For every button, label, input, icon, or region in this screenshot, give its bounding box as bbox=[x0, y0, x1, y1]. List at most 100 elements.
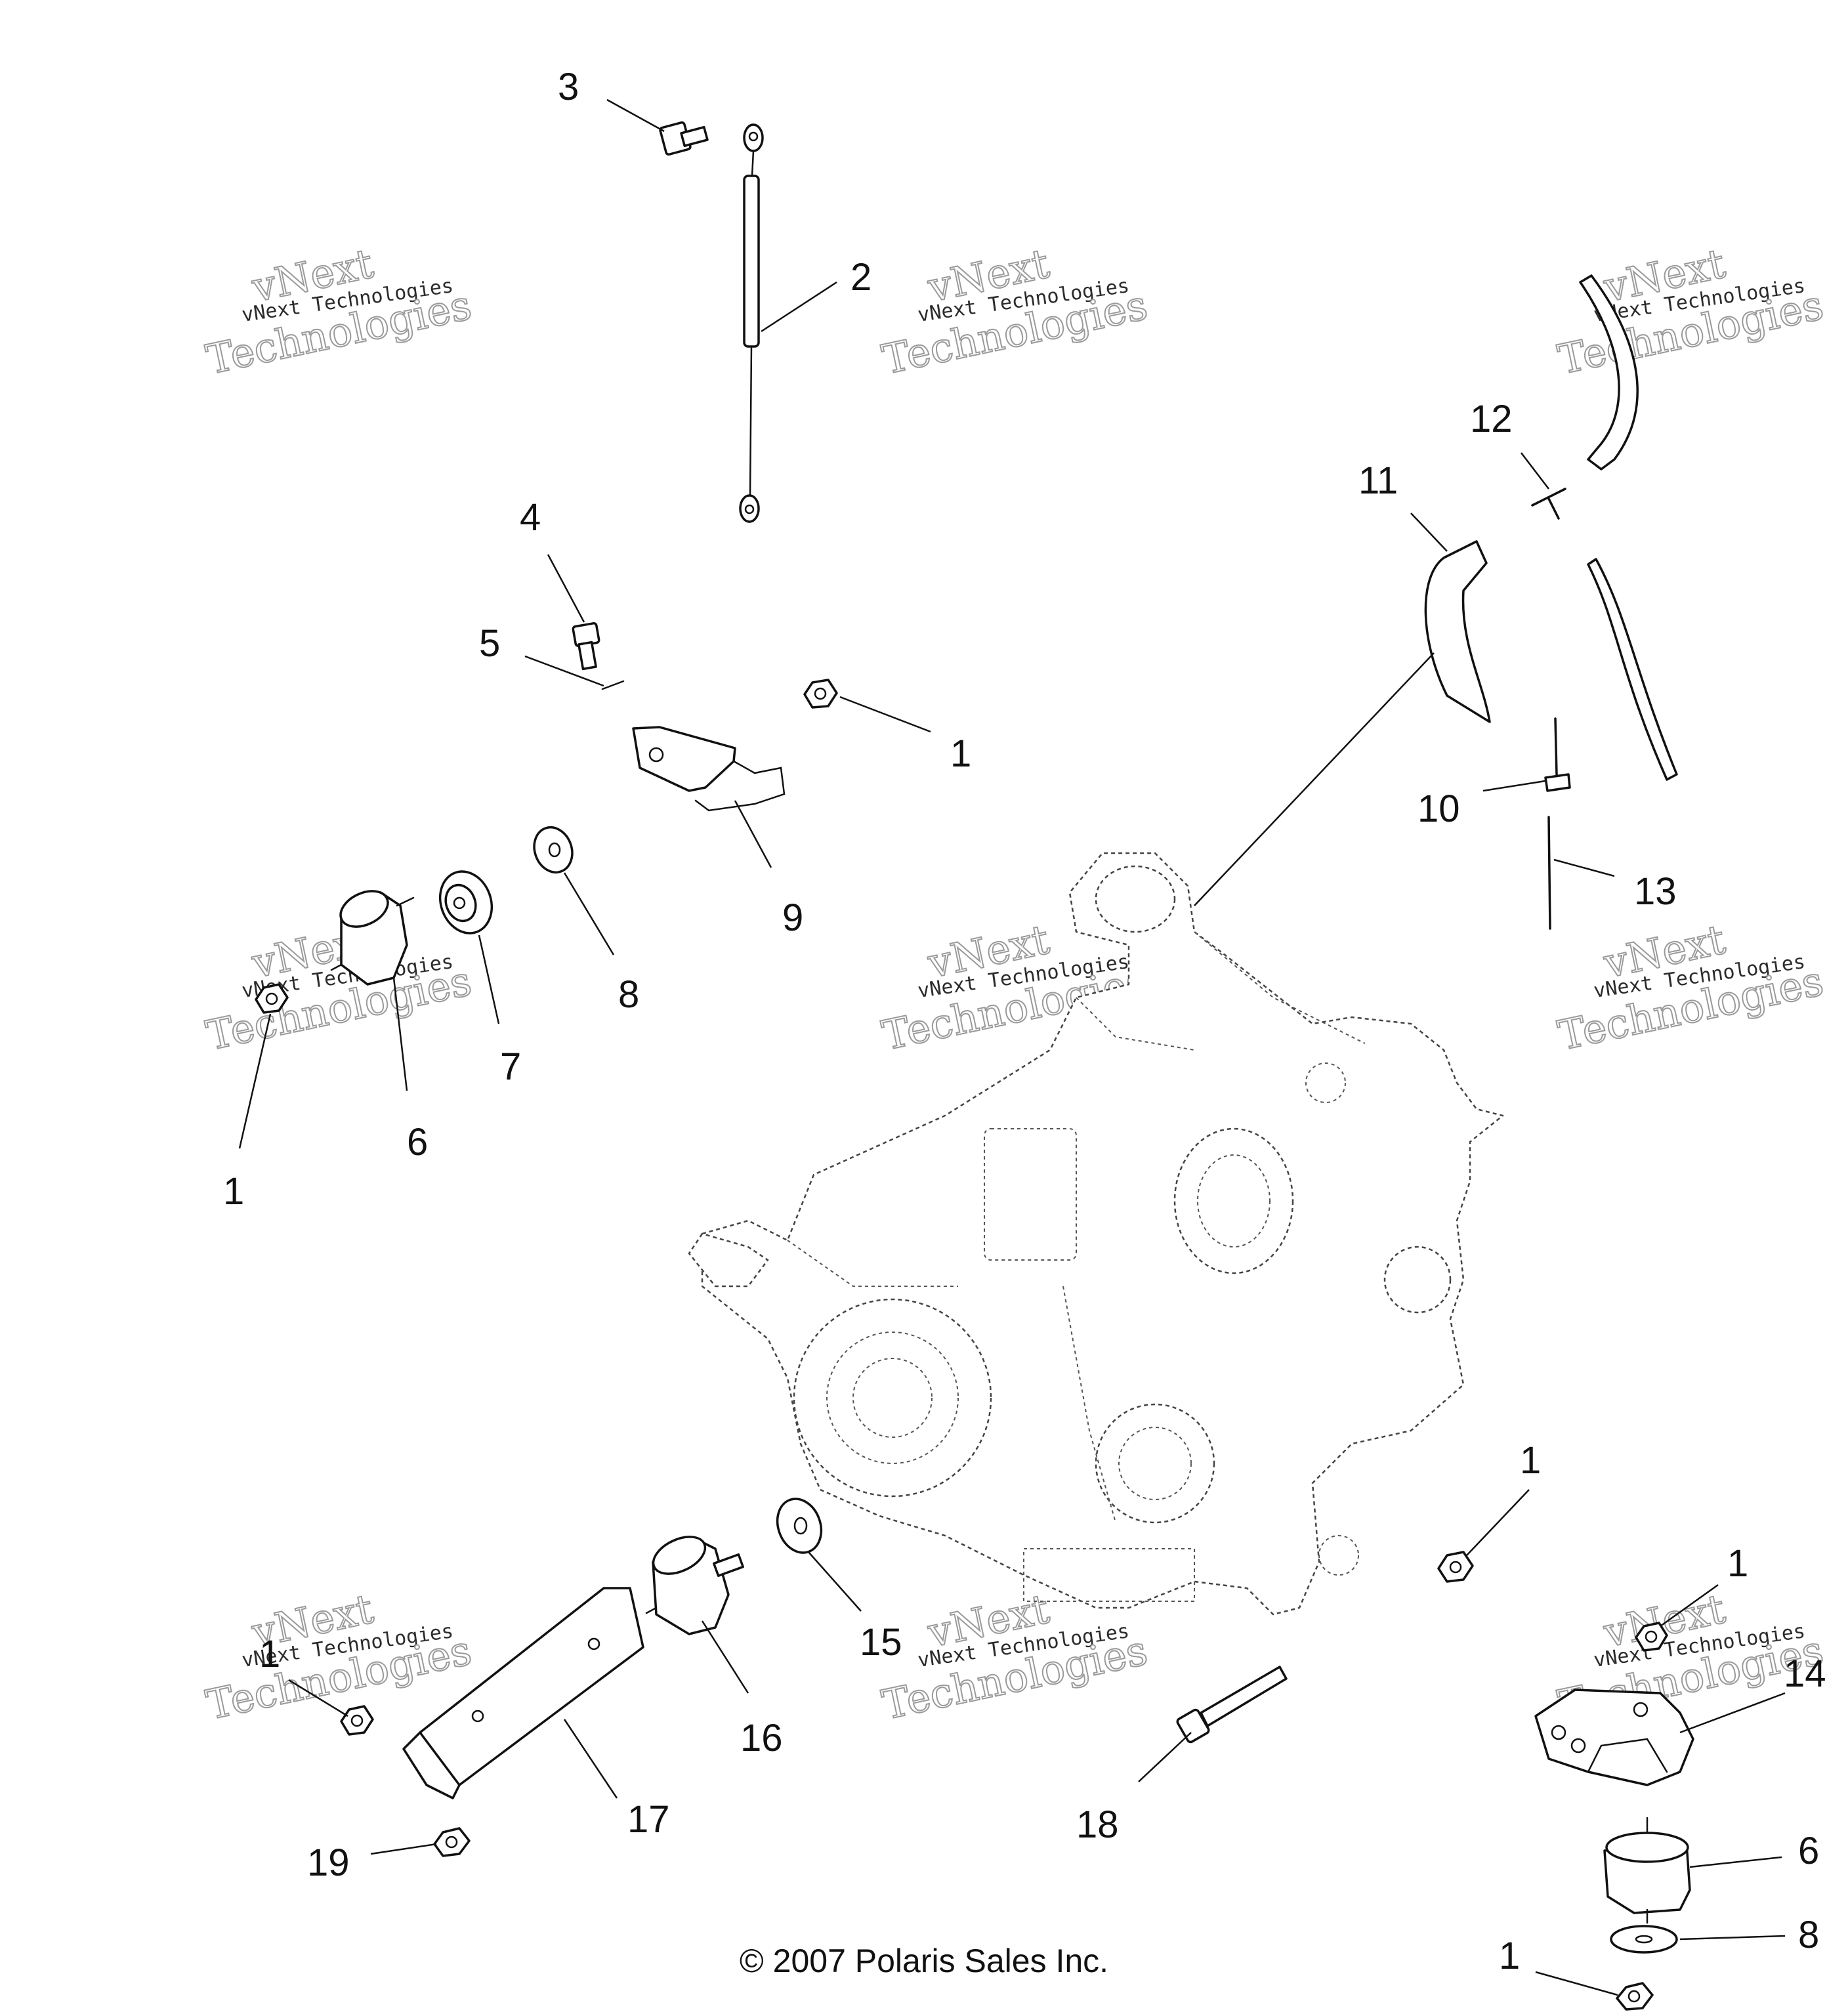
engine-stator-cover bbox=[793, 1298, 992, 1498]
watermark: vNext vNext Technologies Technologies bbox=[1553, 915, 1828, 1060]
copyright-notice: © 2007 Polaris Sales Inc. bbox=[740, 1942, 1108, 1979]
leader-13 bbox=[1553, 858, 1615, 877]
callout-16: 16 bbox=[740, 1717, 783, 1759]
callout-12: 12 bbox=[1470, 398, 1513, 440]
part-5-pin bbox=[601, 680, 625, 690]
engine-oil-filter bbox=[1095, 1403, 1215, 1524]
callout-6: 6 bbox=[1798, 1830, 1819, 1872]
part-16-rubber-mount bbox=[645, 1536, 744, 1635]
watermark: vNext vNext Technologies Technologies bbox=[1553, 239, 1828, 385]
part-17-skid-bracket bbox=[402, 1587, 644, 1799]
watermark: vNext vNext Technologies Technologies bbox=[201, 1584, 476, 1730]
callout-15: 15 bbox=[860, 1621, 902, 1664]
leader-8b bbox=[1679, 1935, 1786, 1941]
leader-2 bbox=[761, 281, 837, 333]
leader-15 bbox=[808, 1551, 862, 1612]
engine-oil-filter-face bbox=[1118, 1427, 1192, 1500]
part-7-bushing bbox=[438, 870, 494, 934]
leader-19 bbox=[370, 1843, 437, 1855]
leader-1d bbox=[1660, 1584, 1719, 1628]
leader-14 bbox=[1679, 1692, 1786, 1734]
callout-10: 10 bbox=[1418, 788, 1460, 830]
part-upper-vent-hose bbox=[1579, 274, 1639, 471]
callout-5: 5 bbox=[479, 622, 500, 665]
part-1-nut bbox=[255, 983, 289, 1014]
callout-labels: 3 2 4 5 1 9 8 7 6 1 11 12 10 13 1 1 14 6… bbox=[223, 66, 1826, 1977]
callout-1: 1 bbox=[950, 732, 971, 775]
engine-sump bbox=[1023, 1548, 1195, 1602]
leader-lines bbox=[238, 98, 1786, 1996]
part-1-nut bbox=[1616, 1982, 1654, 2011]
leader-3 bbox=[606, 98, 665, 133]
callout-11: 11 bbox=[1358, 459, 1398, 502]
engine-detail-lines bbox=[787, 931, 1366, 1523]
callout-3: 3 bbox=[558, 66, 579, 108]
callout-9: 9 bbox=[782, 896, 803, 939]
part-1-nut bbox=[1437, 1551, 1474, 1583]
callout-8: 8 bbox=[1798, 1914, 1819, 1956]
engine-air-intake-cap bbox=[1095, 865, 1176, 933]
engine-top-boss bbox=[1305, 1062, 1346, 1103]
part-1-nut bbox=[340, 1705, 374, 1736]
callout-1: 1 bbox=[223, 1170, 244, 1213]
engine-stator-hub bbox=[826, 1332, 959, 1464]
part-1-nut bbox=[1635, 1622, 1668, 1652]
callout-13: 13 bbox=[1634, 870, 1677, 913]
leader-12 bbox=[1521, 452, 1549, 490]
engine-clutch-cover bbox=[1173, 1127, 1294, 1274]
leader-1a bbox=[839, 696, 931, 733]
callout-17: 17 bbox=[627, 1798, 670, 1841]
callout-18: 18 bbox=[1076, 1803, 1119, 1846]
engine-stator-center bbox=[852, 1358, 933, 1438]
leader-10 bbox=[1482, 780, 1546, 792]
leader-11a bbox=[1410, 513, 1448, 552]
leader-1c bbox=[1466, 1489, 1530, 1556]
part-19-nut bbox=[433, 1827, 471, 1857]
engine-clutch-hub bbox=[1197, 1154, 1270, 1248]
leader-1b bbox=[238, 1013, 272, 1149]
part-10-breather-valve bbox=[1544, 717, 1571, 792]
part-8-washer bbox=[533, 826, 574, 874]
part-14-bracket bbox=[1534, 1689, 1694, 1786]
callout-2: 2 bbox=[850, 256, 872, 299]
part-2-ground-cable bbox=[739, 123, 764, 523]
watermark: vNext vNext Technologies Technologies bbox=[877, 239, 1152, 385]
engine-shift-lever bbox=[688, 1232, 769, 1288]
callout-14: 14 bbox=[1784, 1652, 1826, 1695]
callout-1: 1 bbox=[1520, 1439, 1541, 1482]
leader-4 bbox=[547, 554, 585, 623]
callout-4: 4 bbox=[520, 496, 541, 539]
part-3-bolt bbox=[659, 121, 709, 156]
callout-1: 1 bbox=[1727, 1542, 1748, 1585]
callout-8: 8 bbox=[618, 973, 639, 1016]
part-6-rubber-mount bbox=[330, 890, 415, 986]
leader-18 bbox=[1138, 1732, 1192, 1782]
watermark: vNext vNext Technologies Technologies bbox=[201, 915, 476, 1060]
part-15-washer bbox=[776, 1498, 823, 1554]
leader-16 bbox=[701, 1620, 749, 1694]
leader-5 bbox=[524, 655, 604, 687]
part-18-bolt bbox=[1176, 1666, 1288, 1744]
leader-7 bbox=[478, 934, 500, 1024]
leader-1e bbox=[1535, 1971, 1618, 1996]
part-9-bracket bbox=[632, 726, 786, 812]
leader-9 bbox=[734, 800, 772, 868]
callout-19: 19 bbox=[307, 1841, 350, 1884]
leader-6b bbox=[1689, 1856, 1782, 1868]
watermark: vNext vNext Technologies Technologies bbox=[201, 239, 476, 385]
engine-starter-motor bbox=[984, 1128, 1077, 1261]
leader-11b bbox=[1194, 652, 1435, 906]
part-13-dipstick-tube bbox=[1547, 816, 1551, 930]
engine-assembly bbox=[688, 852, 1504, 1616]
callout-7: 7 bbox=[500, 1045, 521, 1088]
engine-side-cap bbox=[1383, 1246, 1452, 1314]
leader-17 bbox=[563, 1719, 618, 1799]
leader-1f bbox=[288, 1679, 348, 1717]
engine-bottom-boss bbox=[1318, 1535, 1359, 1576]
leader-6a bbox=[392, 977, 408, 1091]
leader-8a bbox=[563, 872, 615, 956]
part-8-washer bbox=[1610, 1925, 1678, 1954]
callout-1: 1 bbox=[1499, 1935, 1520, 1977]
part-6-rubber-mount bbox=[1603, 1816, 1691, 1924]
